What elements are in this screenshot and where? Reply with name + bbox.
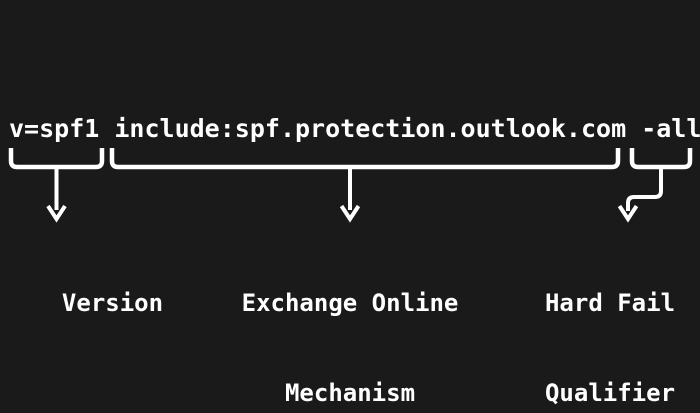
label-all-qualifier: Hard Fail Qualifier	[520, 228, 700, 413]
record-segment-all-qualifier: -all	[641, 113, 700, 143]
label-version-line-1: Version	[61, 289, 164, 317]
label-all-qualifier-line-1: Hard Fail	[544, 289, 676, 317]
bracket-all-qualifier	[629, 148, 693, 170]
bracket-version	[8, 148, 105, 170]
label-version: Version	[0, 228, 225, 378]
arrow-version	[46, 167, 67, 223]
record-segment-version: v=spf1	[9, 113, 100, 143]
arrow-include-mechanism	[339, 167, 361, 223]
label-include-mechanism-line-1: Exchange Online	[241, 289, 459, 317]
arrow-all-qualifier	[617, 167, 663, 223]
record-separator-1	[99, 114, 114, 143]
record-separator-2	[626, 114, 641, 143]
label-include-mechanism-line-2: Mechanism	[284, 379, 416, 407]
record-segment-include-mechanism: include:spf.protection.outlook.com	[114, 113, 627, 143]
bracket-include-mechanism	[109, 148, 621, 170]
spf-record-line: v=spf1 include:spf.protection.outlook.co…	[0, 111, 700, 145]
label-all-qualifier-line-2: Qualifier	[544, 379, 676, 407]
label-include-mechanism: Exchange Online Mechanism	[225, 228, 475, 413]
